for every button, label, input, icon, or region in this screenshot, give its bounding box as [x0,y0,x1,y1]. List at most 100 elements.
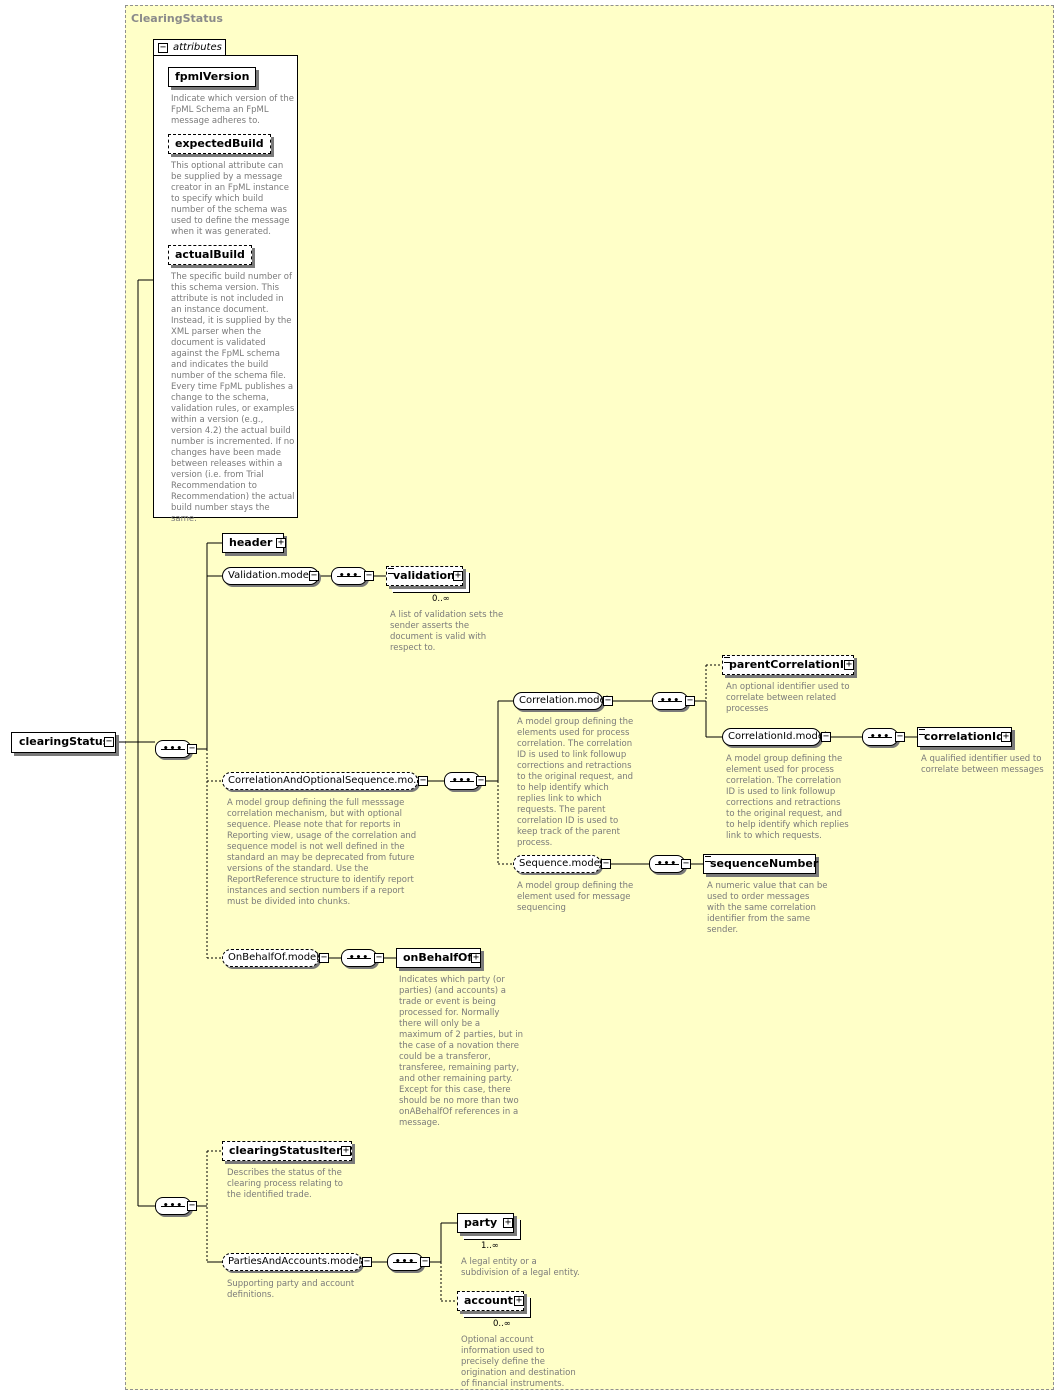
element-name: parentCorrelationId [729,658,852,671]
element-sequence-number[interactable]: sequenceNumber [703,854,819,874]
attribute-description: The specific build number of this schema… [171,272,295,524]
element-description: Describes the status of the clearing pro… [227,1168,343,1200]
collapse-sequence-icon[interactable]: − [187,1200,197,1211]
root-element-clearingstatus[interactable]: clearingStatus [11,732,116,753]
element-name: header [229,536,273,549]
element-on-behalf-of[interactable]: onBehalfOf [396,948,481,968]
element-name: account [464,1294,513,1307]
collapse-sequence-model-icon[interactable]: − [601,858,611,869]
diagram-title: ClearingStatus [131,12,223,25]
collapse-sequence-icon[interactable]: − [374,952,384,963]
collapse-correlation-id-model-icon[interactable]: − [821,731,831,742]
collapse-sequence-icon[interactable]: − [685,695,695,706]
element-account[interactable]: account [457,1291,524,1311]
attributes-tab-label: attributes [173,42,222,53]
group-sequence-model[interactable]: Sequence.model [513,855,603,873]
attributes-panel [153,55,298,518]
group-validation-model[interactable]: Validation.model [222,567,319,585]
expand-header-icon[interactable]: + [276,537,286,548]
group-description: A model group defining the element used … [517,881,634,913]
element-description: Indicates which party (or parties) (and … [399,975,523,1128]
collapse-root-icon[interactable]: − [104,736,114,747]
collapse-parties-and-accounts-model-icon[interactable]: − [362,1256,372,1267]
element-description: A legal entity or a subdivision of a leg… [461,1257,580,1278]
element-correlation-id[interactable]: correlationId [917,727,1012,747]
group-description: A model group defining the element used … [726,754,849,841]
cardinality-label: 0..∞ [493,1319,511,1329]
group-parties-and-accounts-model[interactable]: PartiesAndAccounts.model [222,1253,362,1271]
collapse-validation-model-icon[interactable]: − [309,570,319,581]
element-name: clearingStatus [19,735,110,748]
expand-validation-icon[interactable]: + [453,570,463,581]
cardinality-label: 1..∞ [481,1241,499,1251]
element-name: sequenceNumber [710,857,819,870]
group-name: CorrelationAndOptionalSequence.mo... [228,775,423,786]
sequence-compositor-icon[interactable]: ••• [155,740,191,758]
group-correlation-id-model[interactable]: CorrelationId.model [722,728,827,746]
element-type-icon [705,856,711,862]
element-clearing-status-item[interactable]: clearingStatusItem [222,1141,352,1161]
element-description: An optional identifier used to correlate… [726,682,850,714]
element-type-icon [919,729,925,735]
attribute-name: fpmlVersion [175,70,250,83]
attribute-name: expectedBuild [175,137,264,150]
collapse-on-behalf-of-model-icon[interactable]: − [319,952,329,963]
element-name: validation [393,569,455,582]
element-description: A numeric value that can be used to orde… [707,881,828,935]
element-name: onBehalfOf [403,951,473,964]
collapse-attributes-icon[interactable]: − [158,42,168,53]
sequence-compositor-icon[interactable]: ••• [387,1253,423,1271]
cardinality-label: 0..∞ [432,594,450,604]
attribute-fpmlversion[interactable]: fpmlVersion [168,67,257,87]
sequence-compositor-icon[interactable]: ••• [649,855,685,873]
element-description: A list of validation sets the sender ass… [390,610,504,653]
expand-parent-correlation-id-icon[interactable]: + [844,659,854,670]
collapse-sequence-icon[interactable]: − [681,858,691,869]
element-type-icon [388,568,394,574]
attribute-description: This optional attribute can be supplied … [171,161,290,237]
attribute-actualbuild[interactable]: actualBuild [168,245,252,265]
attribute-name: actualBuild [175,248,245,261]
element-header[interactable]: header [222,533,284,553]
sequence-compositor-icon[interactable]: ••• [862,728,898,746]
attributes-tab[interactable]: attributes [153,39,226,56]
sequence-compositor-icon[interactable]: ••• [444,772,480,790]
group-name: CorrelationId.model [728,731,827,742]
expand-on-behalf-of-icon[interactable]: + [471,952,481,963]
element-validation[interactable]: validation [386,566,463,586]
group-description: A model group defining the full messsage… [227,798,417,907]
collapse-correlation-model-icon[interactable]: − [603,695,613,706]
element-name: correlationId [924,730,1004,743]
sequence-compositor-icon[interactable]: ••• [652,692,688,710]
group-on-behalf-of-model[interactable]: OnBehalfOf.model [222,949,319,967]
group-description: A model group defining the elements used… [517,717,634,848]
attribute-description: Indicate which version of the FpML Schem… [171,94,294,126]
collapse-correlation-sequence-icon[interactable]: − [418,775,428,786]
element-party[interactable]: party [457,1213,514,1233]
group-name: OnBehalfOf.model [228,952,319,963]
expand-clearing-status-item-icon[interactable]: + [341,1145,351,1156]
expand-account-icon[interactable]: + [514,1295,524,1306]
collapse-sequence-icon[interactable]: − [476,775,486,786]
group-name: Correlation.model [519,695,609,706]
group-correlation-and-optional-sequence-model[interactable]: CorrelationAndOptionalSequence.mo... [222,772,423,790]
group-name: Sequence.model [519,858,603,869]
attribute-expectedbuild[interactable]: expectedBuild [168,134,271,154]
element-description: Optional account information used to pre… [461,1335,576,1389]
expand-correlation-id-icon[interactable]: + [1001,731,1011,742]
sequence-compositor-icon[interactable]: ••• [155,1197,191,1215]
sequence-compositor-icon[interactable]: ••• [341,949,377,967]
element-parent-correlation-id[interactable]: parentCorrelationId [722,655,854,675]
element-name: party [464,1216,498,1229]
sequence-compositor-icon[interactable]: ••• [331,567,367,585]
collapse-sequence-icon[interactable]: − [420,1256,430,1267]
collapse-sequence-icon[interactable]: − [187,743,197,754]
collapse-sequence-icon[interactable]: − [895,731,905,742]
group-description: Supporting party and account definitions… [227,1279,355,1300]
group-correlation-model[interactable]: Correlation.model [513,692,608,710]
group-name: PartiesAndAccounts.model [228,1256,362,1267]
element-description: A qualified identifier used to correlate… [921,754,1044,775]
expand-party-icon[interactable]: + [503,1217,513,1228]
collapse-sequence-icon[interactable]: − [364,570,374,581]
